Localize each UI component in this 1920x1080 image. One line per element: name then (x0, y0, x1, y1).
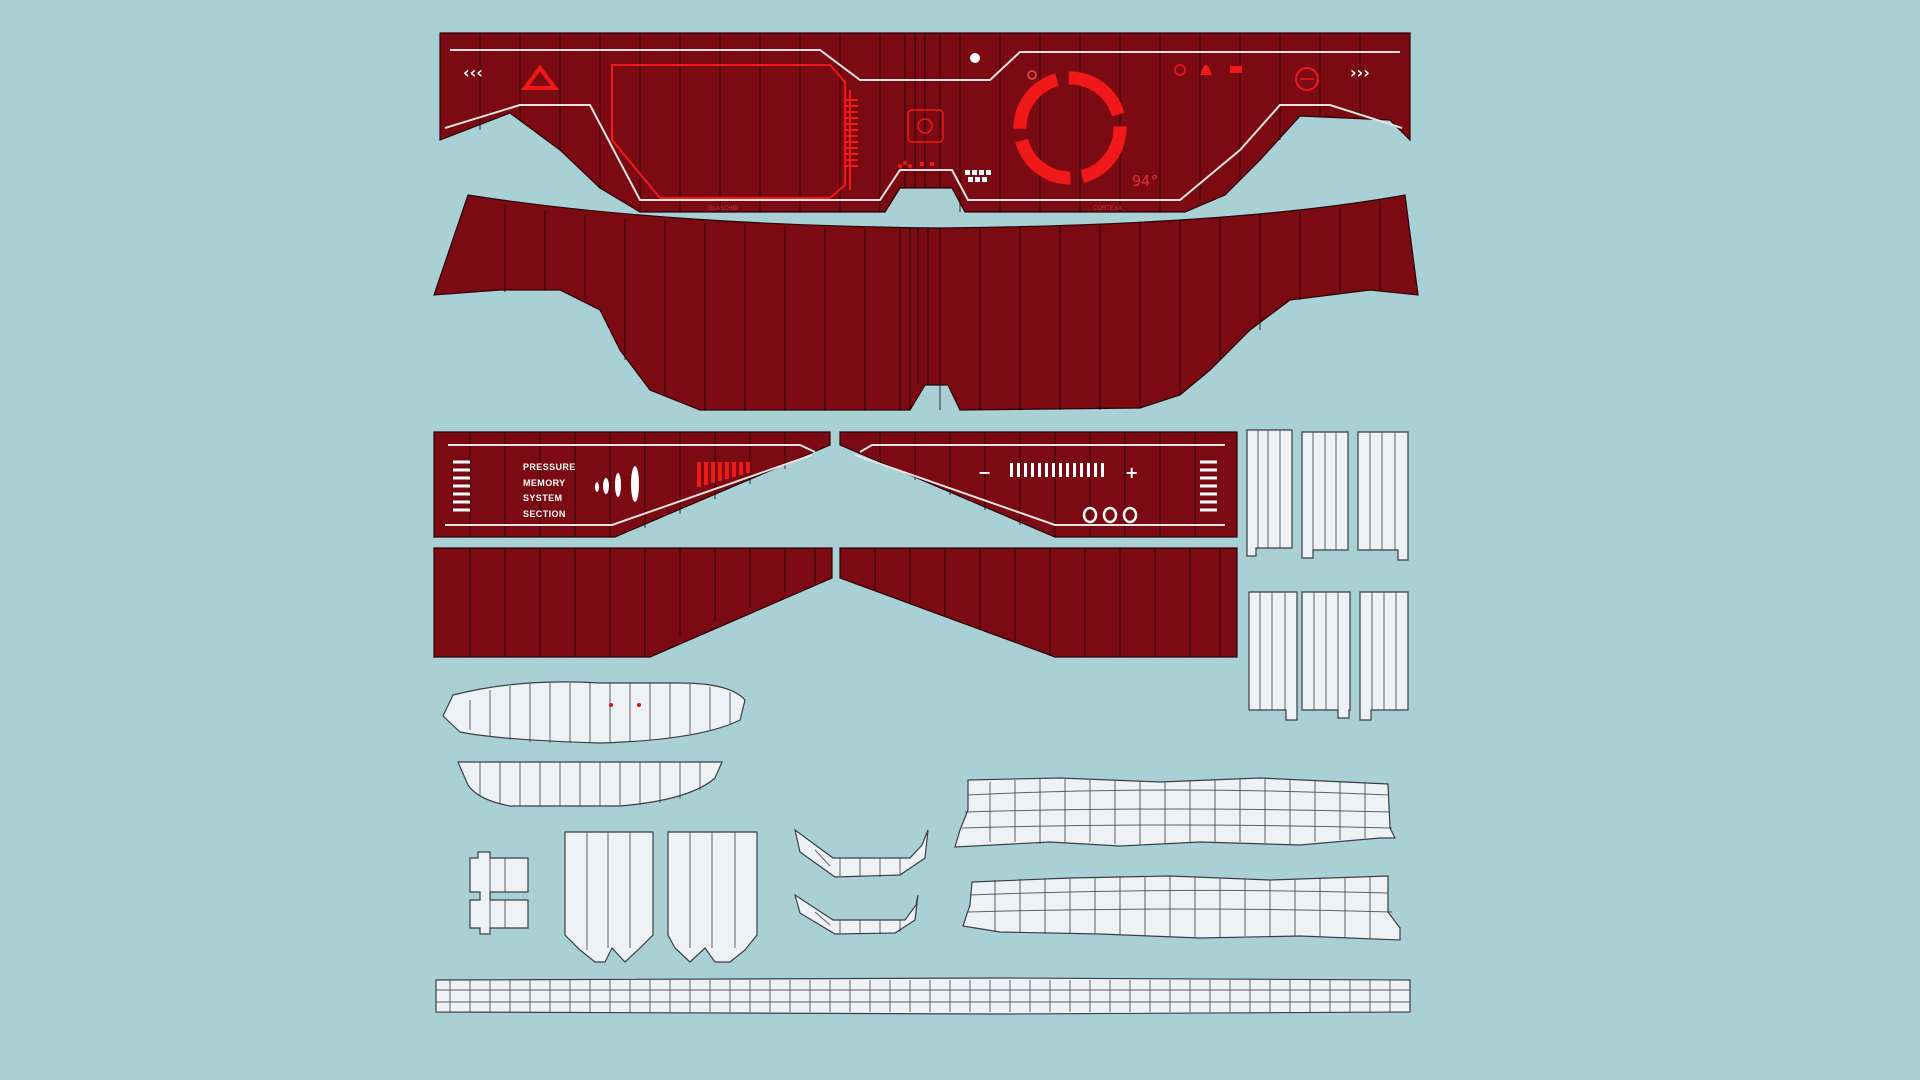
battery-icon (1230, 66, 1242, 73)
level-slider[interactable] (1010, 463, 1104, 477)
hud-inner-outline (611, 64, 846, 199)
crosshair-reticle-icon (907, 109, 944, 143)
bell-icon (1200, 65, 1212, 75)
triple-ring-icon (1082, 506, 1138, 524)
minus-button[interactable]: − (978, 463, 991, 482)
v-piece-top (794, 828, 929, 878)
hud-tiny-right: CORTEXA (1093, 206, 1122, 212)
small-cross-piece (469, 851, 529, 935)
left-chevrons: ‹‹‹ (463, 63, 483, 82)
compass-icon (1295, 67, 1319, 91)
status-icons (1174, 64, 1319, 91)
visor-back-panel (433, 194, 1419, 411)
right-chevrons: ››› (1350, 63, 1370, 82)
label-system: SYSTEM (523, 493, 562, 503)
label-pressure: PRESSURE (523, 462, 576, 472)
red-level-bars (697, 462, 750, 487)
marker-dot (637, 703, 641, 707)
visor-front-panel: ‹‹‹ ››› (439, 32, 1411, 213)
long-strip-upper (954, 777, 1396, 848)
target-ring-icon (1013, 71, 1127, 185)
warning-triangle-icon (521, 64, 559, 90)
plus-button[interactable]: + (1125, 463, 1138, 482)
signal-bars-icon (965, 170, 991, 182)
white-block-left (564, 831, 654, 963)
bottom-long-bar (435, 977, 1411, 1015)
v-piece-bottom (793, 893, 919, 935)
sun-icon (1027, 70, 1037, 80)
indicator-dot-icon (970, 53, 980, 63)
hud-outer-outline (444, 49, 1403, 201)
label-section: SECTION (523, 509, 566, 519)
left-side-panel: PRESSURE MEMORY SYSTEM SECTION (433, 431, 831, 538)
hud-bar-ticks (846, 99, 858, 167)
strip-group-top (1246, 429, 1409, 561)
white-boat-piece-top (442, 681, 746, 744)
sensor-glyph-icon (898, 161, 934, 168)
hud-tiny-left: GLASCHIP (708, 206, 738, 212)
label-memory: MEMORY (523, 478, 566, 488)
pill-indicators-icon (595, 466, 639, 502)
left-tick-ladder (453, 460, 470, 512)
white-boat-piece-bottom (457, 761, 723, 807)
eye-icon (1174, 64, 1186, 76)
strip-group-bottom (1248, 591, 1409, 721)
right-tick-ladder (1200, 460, 1217, 512)
left-lower-panel (433, 547, 833, 658)
white-block-right (667, 831, 758, 963)
hud-readout: 94° (1132, 172, 1159, 190)
marker-dot (609, 703, 613, 707)
right-side-panel: − + (839, 431, 1238, 538)
right-lower-panel (839, 547, 1238, 658)
long-strip-lower (962, 875, 1401, 941)
